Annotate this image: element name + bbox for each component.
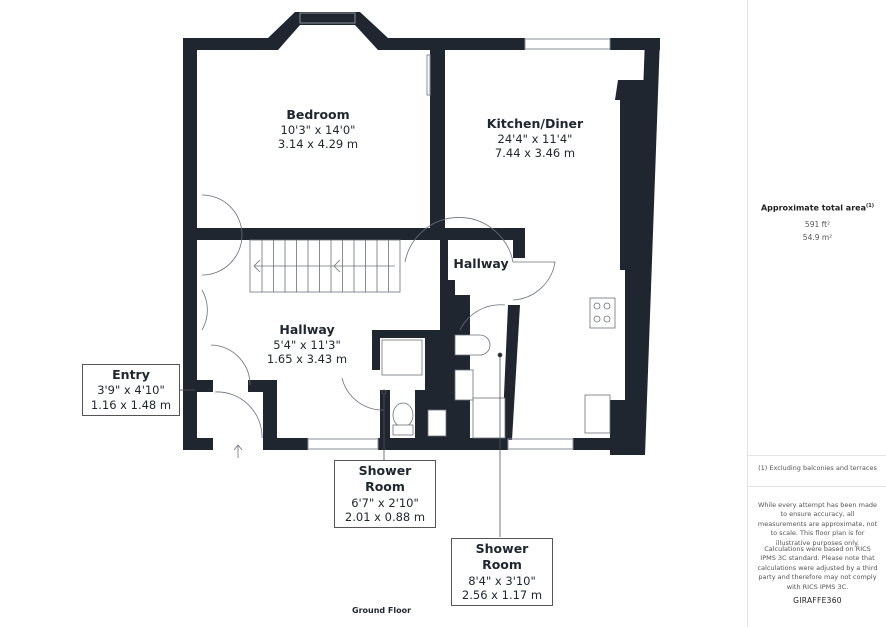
area-title: Approximate total area(1) — [748, 203, 886, 213]
room-metric: 1.65 x 3.43 m — [266, 352, 348, 366]
shower-tray-icon — [381, 339, 423, 376]
room-bedroom: Bedroom 10'3" x 14'0" 3.14 x 4.29 m — [278, 107, 358, 151]
room-metric: 2.56 x 1.17 m — [461, 588, 543, 603]
toilet-icon — [392, 402, 414, 428]
room-imperial: 5'4" x 11'3" — [273, 337, 341, 352]
footnote-mark: (1) — [865, 203, 875, 209]
room-metric: 3.14 x 4.29 m — [277, 137, 359, 151]
area-title-text: Approximate total area — [760, 203, 866, 213]
area-m: 54.9 m² — [802, 233, 833, 242]
callout-shower-room-2: Shower Room 8'4" x 3'10" 2.56 x 1.17 m — [451, 538, 553, 607]
room-kitchen: Kitchen/Diner 24'4" x 11'4" 7.44 x 3.46 … — [487, 116, 583, 160]
giraffe360-logo: GIRAFFE360 — [793, 596, 842, 605]
room-name: Shower Room — [358, 463, 412, 495]
sink-icon — [584, 394, 611, 434]
basin-icon — [427, 409, 447, 437]
calc-note: Calculations were based on RICS IPMS 3C … — [757, 545, 878, 591]
info-sidebar: Approximate total area(1) 591 ft² 54.9 m… — [747, 0, 886, 627]
room-metric: 7.44 x 3.46 m — [494, 146, 576, 160]
room-hallway: Hallway 5'4" x 11'3" 1.65 x 3.43 m — [267, 322, 347, 366]
windows — [299, 12, 611, 450]
room-imperial: 24'4" x 11'4" — [497, 131, 573, 146]
room-imperial: 6'7" x 2'10" — [351, 495, 419, 510]
room-name: Kitchen/Diner — [486, 116, 584, 131]
walls — [183, 12, 660, 455]
callout-shower-room-1: Shower Room 6'7" x 2'10" 2.01 x 0.88 m — [334, 460, 436, 529]
room-name: Hallway — [279, 322, 335, 337]
room-imperial: 8'4" x 3'10" — [468, 573, 536, 588]
divider — [748, 486, 886, 487]
room-name: Bedroom — [286, 107, 350, 122]
footnote: (1) Excluding balconies and terraces — [758, 464, 877, 472]
floor-plan — [179, 12, 660, 537]
doors — [201, 194, 556, 439]
area-ft: 591 ft² — [804, 220, 831, 229]
floor-label: Ground Floor — [352, 606, 412, 615]
disclaimer: While every attempt has been made to ens… — [757, 501, 878, 547]
hob-icon — [589, 297, 616, 329]
entrance-arrow-icon — [233, 444, 243, 458]
room-name: Entry — [112, 367, 150, 382]
room-hallway-upper: Hallway — [453, 256, 508, 272]
basin-icon — [454, 369, 474, 401]
toilet-icon — [454, 334, 491, 356]
callout-leaders — [179, 352, 503, 537]
divider — [748, 455, 886, 456]
room-name: Hallway — [453, 256, 509, 271]
room-imperial: 10'3" x 14'0" — [280, 122, 356, 137]
room-metric: 2.01 x 0.88 m — [344, 510, 426, 525]
room-imperial: 3'9" x 4'10" — [97, 383, 165, 398]
staircase — [249, 239, 401, 293]
room-name: Shower Room — [475, 541, 529, 573]
callout-entry: Entry 3'9" x 4'10" 1.16 x 1.48 m — [82, 364, 180, 417]
room-metric: 1.16 x 1.48 m — [90, 398, 172, 413]
